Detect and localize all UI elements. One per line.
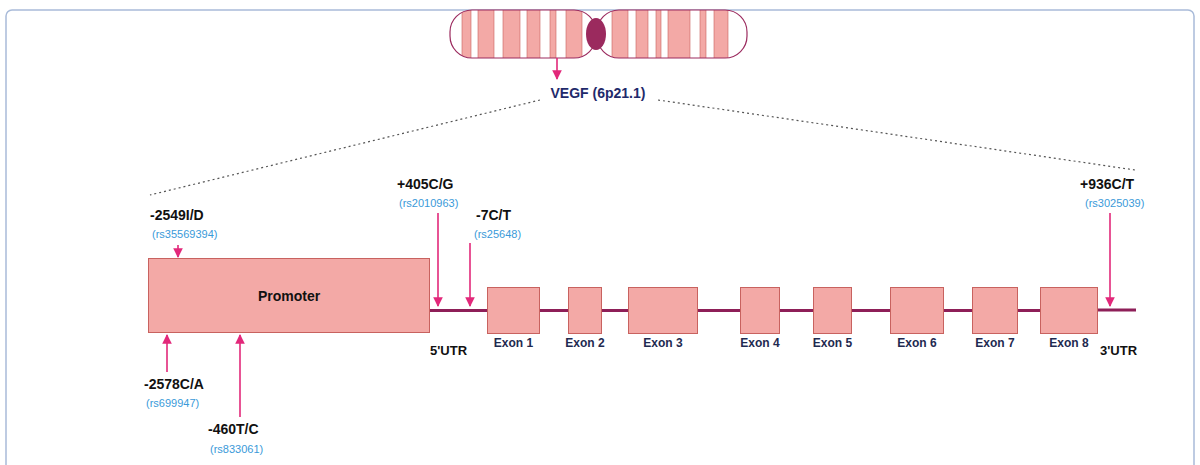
snp-label: -2549I/D [150, 207, 204, 223]
exon-label: Exon 2 [565, 336, 604, 350]
snp-label: -460T/C [208, 421, 259, 437]
gene-backbone-segment [430, 309, 487, 312]
snp-label: +405C/G [397, 176, 453, 192]
chromosome [450, 8, 747, 60]
exon-label: Exon 3 [643, 336, 682, 350]
locus-arrow [556, 58, 558, 79]
gene-backbone-segment [852, 309, 890, 312]
exon-label: Exon 8 [1049, 336, 1088, 350]
exon-box: Exon 8 [1040, 287, 1098, 334]
utr-label: 3'UTR [1100, 344, 1137, 359]
gene-backbone-segment [602, 309, 628, 312]
gene-backbone-segment [698, 309, 740, 312]
snp-label: -2578C/A [144, 376, 204, 392]
utr-label: 5'UTR [430, 344, 467, 359]
exon-label: Exon 1 [494, 336, 533, 350]
exon-box: Exon 3 [628, 287, 698, 334]
snp-label: -7C/T [476, 207, 511, 223]
gene-backbone-segment [944, 309, 972, 312]
snp-label: +936C/T [1080, 176, 1134, 192]
promoter-box: Promoter [148, 258, 430, 333]
frame [6, 10, 1194, 465]
gene-locus-label: VEGF (6p21.1) [551, 85, 646, 101]
gene-backbone-segment [780, 309, 813, 312]
zoom-line [658, 100, 1135, 170]
exon-label: Exon 4 [740, 336, 779, 350]
rs-id-label: (rs35569394) [152, 228, 217, 241]
gene-backbone-segment [540, 309, 568, 312]
box-label: Promoter [258, 288, 320, 304]
exon-box: Exon 1 [487, 287, 540, 334]
rs-id-label: (rs2010963) [399, 197, 458, 210]
gene-backbone-segment [1018, 309, 1040, 312]
zoom-line [150, 100, 540, 195]
exon-box: Exon 4 [740, 287, 780, 334]
rs-id-label: (rs699947) [146, 397, 199, 410]
exon-label: Exon 7 [975, 336, 1014, 350]
gene-backbone [1098, 309, 1136, 312]
exon-box: Exon 5 [813, 287, 852, 334]
exon-label: Exon 5 [813, 336, 852, 350]
exon-label: Exon 6 [897, 336, 936, 350]
rs-id-label: (rs3025039) [1085, 197, 1144, 210]
exon-box: Exon 2 [568, 287, 602, 334]
exon-box: Exon 7 [972, 287, 1018, 334]
exon-box: Exon 6 [890, 287, 944, 334]
rs-id-label: (rs833061) [210, 443, 263, 456]
rs-id-label: (rs25648) [474, 228, 521, 241]
